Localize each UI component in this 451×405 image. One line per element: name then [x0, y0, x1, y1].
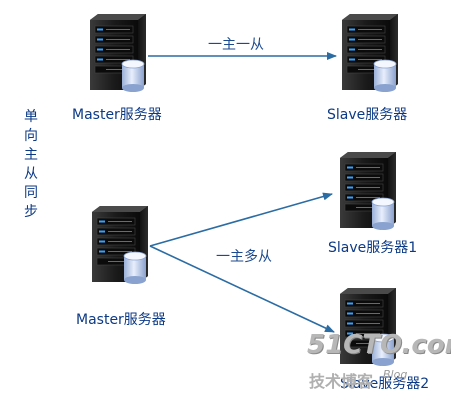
edge-label-one-to-one: 一主一从 — [208, 37, 264, 53]
node-label-master-2: Master服务器 — [76, 312, 166, 328]
side-caption-char: 步 — [24, 204, 38, 220]
edge-label-one-to-many: 一主多从 — [216, 249, 272, 265]
side-caption-char: 从 — [24, 166, 38, 182]
side-caption-char: 同 — [24, 185, 38, 201]
edge-master2-slave2a — [149, 192, 333, 247]
server-icon — [89, 14, 147, 93]
node-label-master-1: Master服务器 — [72, 107, 162, 123]
watermark-blog: Blog — [383, 368, 408, 381]
node-label-slave-2b: Slave服务器2 — [340, 376, 430, 392]
side-caption-char: 向 — [24, 128, 38, 144]
watermark-main: 51CTO.com — [307, 330, 451, 360]
server-node-master-1 — [89, 14, 147, 93]
server-node-slave-1 — [341, 14, 399, 93]
server-node-master-2 — [91, 206, 149, 285]
side-caption: 单 向 主 从 同 步 — [22, 108, 40, 222]
server-icon — [341, 14, 399, 93]
edges-group — [148, 52, 337, 333]
node-label-slave-1: Slave服务器 — [327, 107, 408, 123]
node-label-slave-2a: Slave服务器1 — [328, 240, 418, 256]
watermark-sub: 技术博客 — [309, 372, 374, 391]
side-caption-char: 单 — [24, 109, 38, 125]
side-caption-char: 主 — [24, 147, 38, 163]
edge-master2-slave2b — [149, 245, 335, 333]
server-icon — [91, 206, 149, 285]
watermark: 51CTO.com 技术博客 Blog — [303, 330, 451, 402]
server-node-slave-2a — [339, 152, 397, 231]
server-icon — [339, 152, 397, 231]
